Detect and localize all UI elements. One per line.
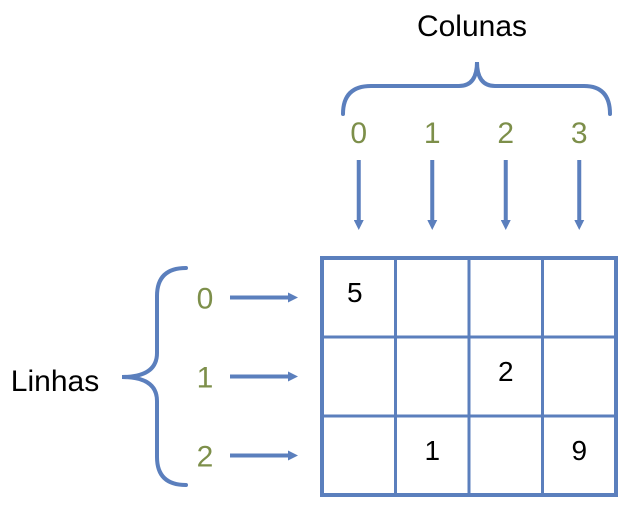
matrix-cell-r0-c2 [467, 256, 544, 339]
matrix-grid: 5 2 1 9 [320, 256, 618, 497]
column-index-2: 2 [497, 117, 514, 150]
row-index-0: 0 [197, 283, 214, 316]
matrix-value: 9 [571, 435, 587, 466]
row-index-1: 1 [197, 362, 214, 395]
matrix-value: 2 [498, 356, 514, 387]
matrix-cell-r2-c0 [320, 414, 397, 497]
matrix-cell-r2-c1 [394, 414, 471, 497]
column-index-0: 0 [350, 117, 367, 150]
rows-brace-icon [121, 266, 188, 487]
matrix-cell-r1-c3 [541, 335, 618, 418]
matrix-value: 1 [424, 435, 440, 466]
row-indices: 0 1 2 [197, 283, 298, 474]
matrix-cell-r1-c2 [467, 335, 544, 418]
rows-title: Linhas [11, 365, 99, 398]
column-indices: 0 1 2 3 [350, 117, 588, 230]
matrix-cell-r1-c0 [320, 335, 397, 418]
matrix-cell-r1-c1 [394, 335, 471, 418]
column-index-3: 3 [571, 117, 588, 150]
matrix-cell-r2-c2 [467, 414, 544, 497]
columns-brace-icon [341, 61, 612, 116]
row-index-2: 2 [197, 441, 214, 474]
columns-title: Colunas [417, 10, 527, 43]
matrix-border [320, 256, 618, 497]
column-index-1: 1 [424, 117, 441, 150]
matrix-cell-r0-c3 [541, 256, 618, 339]
matrix-value: 5 [347, 277, 363, 308]
matrix-cell-r0-c1 [394, 256, 471, 339]
